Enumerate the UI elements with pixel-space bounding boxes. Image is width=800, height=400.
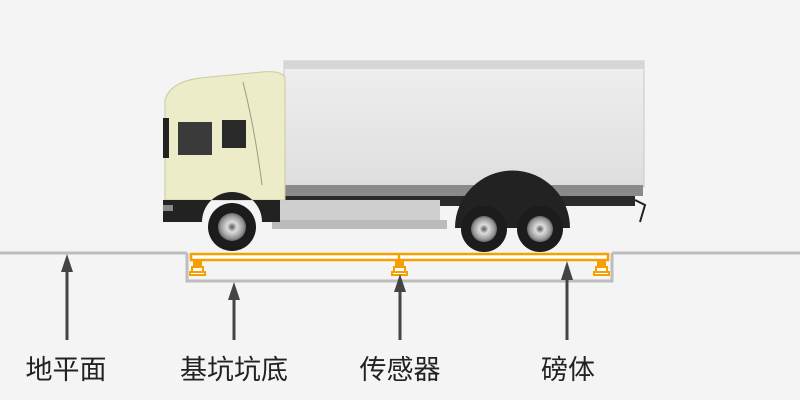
label-ground: 地平面: [25, 355, 107, 386]
truck: [163, 60, 647, 252]
rear-wheel-1: [461, 206, 507, 252]
label-platform: 磅体: [541, 355, 595, 386]
label-sensor: 传感器: [359, 355, 441, 386]
sensor-middle: [391, 260, 408, 276]
load-sensors: [189, 260, 610, 276]
arrows: [61, 254, 573, 340]
arrow-platform: [561, 261, 573, 340]
arrow-sensor: [394, 274, 406, 340]
rear-wheel-2: [517, 206, 563, 252]
front-wheel: [208, 203, 256, 251]
sensor-right: [593, 260, 610, 276]
sensor-left: [189, 260, 206, 276]
scale-platform: [189, 252, 610, 262]
arrow-ground: [61, 254, 73, 340]
arrow-pit-bottom: [228, 282, 240, 340]
label-pit-bottom: 基坑坑底: [180, 355, 288, 386]
